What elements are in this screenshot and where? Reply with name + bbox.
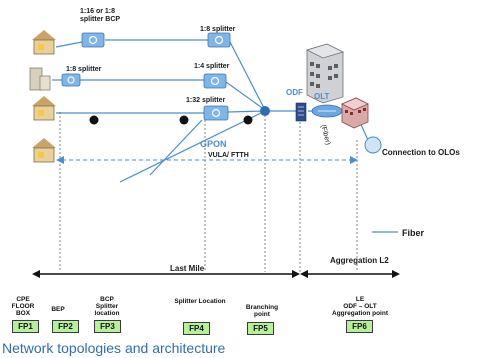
splitter-icon (203, 73, 227, 89)
fp-badge: FP4 (183, 322, 210, 335)
splitter-icon (207, 32, 231, 48)
point-title: Branching point (245, 304, 279, 318)
olo-label: Connection to OLOs (382, 148, 460, 157)
splitter-icon (203, 105, 229, 121)
arrow-right-icon (392, 270, 400, 278)
figure-caption: Network topologies and architecture (2, 340, 226, 356)
aggregation-switch-icon (341, 97, 369, 129)
splitter-icon (81, 32, 105, 48)
arrow-left-icon (56, 156, 64, 164)
arrow-left-icon (300, 270, 308, 278)
fiber-legend-label: Fiber (402, 228, 425, 238)
fiber-node-dot (179, 115, 189, 125)
fiber-node-dot (89, 115, 99, 125)
fp-badge: FP3 (94, 320, 121, 333)
fp-badge: FP2 (52, 320, 79, 333)
splitter-bcp-label: 1:16 or 1:8 splitter BCP (80, 8, 121, 23)
arrow-left-icon (32, 270, 40, 278)
exchange-building-icon (305, 43, 345, 104)
house-icon (32, 96, 56, 121)
odf-label: ODF (286, 88, 303, 97)
vula-label: VULA/ FTTH (206, 152, 251, 159)
arrow-right-icon (292, 270, 300, 278)
last-mile-label: Last Mile (170, 264, 205, 273)
fiber-node-dot (243, 115, 253, 125)
house-icon (32, 30, 56, 55)
building-icon (29, 67, 51, 91)
point-title: BEP (51, 306, 65, 313)
splitter-label: 1:8 splitter (200, 26, 236, 33)
point-title: CPE FLOOR BOX (11, 296, 35, 317)
odf-icon (295, 102, 307, 122)
splitter-icon (61, 73, 81, 87)
fiber-lines (52, 39, 398, 233)
house-icon (32, 138, 56, 163)
olo-connection-icon (364, 136, 382, 154)
splitter-label: 1:32 splitter (186, 97, 226, 104)
splitter-label: 1:4 splitter (194, 63, 230, 70)
splitter-label: 1:8 splitter (66, 66, 102, 73)
dashed-guides (59, 112, 358, 272)
olt-label: OLT (314, 92, 330, 101)
arrow-right-icon (350, 156, 358, 164)
fp-badge: FP6 (346, 320, 373, 333)
aggregation-label: Aggregation L2 (330, 256, 389, 265)
point-title: Splitter Location (174, 298, 226, 305)
fp-badge: FP1 (12, 320, 39, 333)
fp-badge: FP5 (247, 322, 274, 335)
gpon-label: GPON (200, 139, 227, 149)
branching-point-icon (260, 106, 270, 116)
point-title: BCP Splitter location (94, 296, 120, 317)
olt-icon (311, 104, 343, 118)
point-title: LE ODF – OLT Aggregation point (332, 296, 388, 317)
